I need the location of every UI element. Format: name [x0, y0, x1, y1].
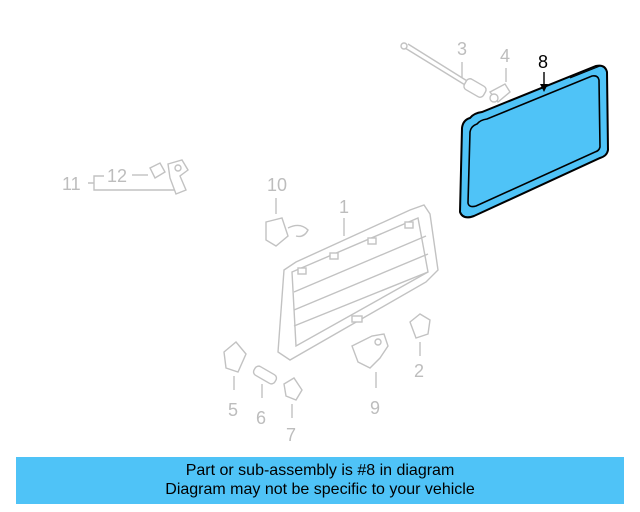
- part-2-bumper: [409, 313, 431, 339]
- part-9-latch: [351, 333, 389, 369]
- callout-11: 11: [62, 174, 81, 194]
- callout-7: 7: [286, 425, 296, 445]
- callout-3: 3: [457, 39, 467, 59]
- part-5-hinge: [223, 341, 247, 373]
- part-4-bracket: [488, 83, 511, 103]
- callout-9: 9: [370, 398, 380, 418]
- part-3-strut: [400, 42, 487, 98]
- part-8-back-glass: [458, 64, 610, 219]
- callout-1: 1: [339, 197, 349, 217]
- part-7-bracket: [283, 377, 303, 401]
- callout-10: 10: [267, 175, 287, 195]
- leader-11: [88, 175, 175, 191]
- part-11-hinge: [167, 159, 189, 195]
- callout-12: 12: [107, 166, 127, 186]
- part-12-clip: [149, 162, 166, 179]
- part-10-motor: [265, 217, 309, 247]
- callout-5: 5: [228, 400, 238, 420]
- part-6-bushing: [252, 365, 278, 385]
- callout-4: 4: [500, 46, 510, 66]
- callout-2: 2: [414, 361, 424, 381]
- part-1-tailgate: [277, 204, 439, 361]
- banner-line-1: Part or sub-assembly is #8 in diagram: [185, 462, 455, 479]
- callout-6: 6: [256, 408, 266, 428]
- info-banner: Part or sub-assembly is #8 in diagram Di…: [16, 457, 624, 504]
- callout-8: 8: [538, 52, 548, 72]
- banner-line-2: Diagram may not be specific to your vehi…: [165, 481, 475, 498]
- arrow-8: [540, 84, 548, 92]
- parts-diagram: 3 4 8 11 12 10 1: [62, 39, 610, 445]
